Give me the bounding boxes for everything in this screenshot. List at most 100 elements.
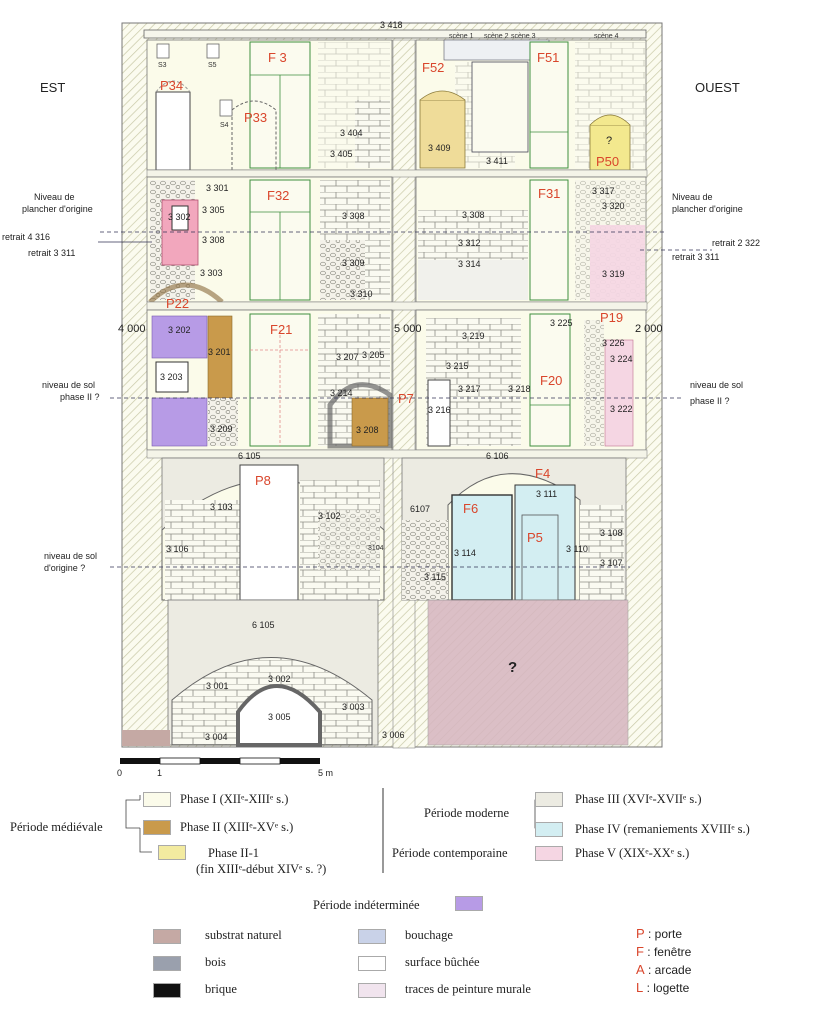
opening-F3: F 3 <box>268 50 287 65</box>
legend-medievale: Période médiévale <box>10 820 103 834</box>
unit-3411: 3 411 <box>486 156 508 166</box>
key-porte-letter: P <box>636 926 645 941</box>
niveau-plancher-left-1: Niveau de <box>34 192 75 202</box>
painted-niche-3409 <box>419 99 466 169</box>
swatch-phase4 <box>535 822 563 837</box>
legend-phase3: Phase III (XVIᵉ-XVIIᵉ s.) <box>575 792 702 806</box>
swatch-phase3 <box>535 792 563 807</box>
unit-3310: 3 310 <box>350 289 373 299</box>
sol-origine-2: d'origine ? <box>44 563 85 573</box>
unit-3110: 3 110 <box>566 544 588 554</box>
swatch-traces <box>358 983 386 998</box>
west-label: OUEST <box>695 80 740 95</box>
unit-3222: 3 222 <box>610 404 633 414</box>
unit-3217: 3 217 <box>458 384 481 394</box>
key-porte-text: : porte <box>648 927 683 941</box>
unit-3003: 3 003 <box>342 702 365 712</box>
scene-3: scène 3 <box>511 33 536 40</box>
medieval-bracket <box>125 795 152 853</box>
legend-moderne: Période moderne <box>424 806 510 820</box>
swatch-phase5 <box>535 846 563 861</box>
niveau-plancher-right-1: Niveau de <box>672 192 713 202</box>
sol-origine-1: niveau de sol <box>44 551 97 561</box>
swatch-bois <box>153 956 181 971</box>
unit-3205: 3 205 <box>362 350 385 360</box>
unit-3214: 3 214 <box>330 388 353 398</box>
survey-4000: 4 000 <box>118 323 146 335</box>
swatch-phase1 <box>143 792 171 807</box>
unit-3309: 3 309 <box>342 258 365 268</box>
scene-2: scène 2 <box>484 33 509 40</box>
marker-S4: S4 <box>220 122 229 129</box>
legend-phase5: Phase V (XIXᵉ-XXᵉ s.) <box>575 846 690 860</box>
phase5-zone-3222 <box>604 339 634 447</box>
cornice <box>143 29 647 39</box>
opening-F21: F21 <box>270 322 292 337</box>
sol-phase2-right-2: phase II ? <box>690 396 730 406</box>
niveau-plancher-left-2: plancher d'origine <box>22 204 93 214</box>
legend-bouchage: bouchage <box>405 928 453 942</box>
survey-5000: 5 000 <box>394 323 422 335</box>
retrait-3311-left: retrait 3 311 <box>28 248 75 258</box>
retrait-3311-right: retrait 3 311 <box>672 252 719 262</box>
opening-F4: F4 <box>535 466 550 481</box>
unit-3301: 3 301 <box>206 183 229 193</box>
window-F31 <box>529 179 569 301</box>
key-porte: P : porte <box>636 926 682 941</box>
unit-3409: 3 409 <box>428 143 451 153</box>
swatch-surface <box>358 956 386 971</box>
opening-F31: F31 <box>538 186 560 201</box>
legend-contemporaine: Période contemporaine <box>392 846 508 860</box>
sol-phase2-left-2: phase II ? <box>60 392 100 402</box>
door-3216 <box>427 379 451 447</box>
unit-3226: 3 226 <box>602 338 625 348</box>
legend-traces: traces de peinture murale <box>405 982 531 996</box>
unit-3207: 3 207 <box>336 352 359 362</box>
legend-phase1: Phase I (XIIᵉ-XIIIᵉ s.) <box>180 792 289 806</box>
unit-3104: 3104 <box>368 545 384 552</box>
unit-3303: 3 303 <box>200 268 223 278</box>
opening-P22: P22 <box>166 296 189 311</box>
arch-3214 <box>327 382 393 449</box>
unit-3106: 3 106 <box>166 544 189 554</box>
survey-2000: 2 000 <box>635 323 663 335</box>
unit-3201: 3 201 <box>208 347 231 357</box>
unit-3320: 3 320 <box>602 201 625 211</box>
opening-P7: P7 <box>398 391 414 406</box>
unit-3005: 3 005 <box>268 712 291 722</box>
unit-6107: 6107 <box>410 504 430 514</box>
key-logette-letter: L <box>636 980 644 995</box>
marker-question: ? <box>606 135 612 147</box>
unit-3308-c: 3 308 <box>462 210 485 220</box>
legend-indeterminee: Période indéterminée <box>313 898 420 912</box>
scene-1: scène 1 <box>449 33 474 40</box>
basement-right-unknown <box>427 599 629 746</box>
unit-6106: 6 106 <box>486 451 509 461</box>
opening-F20: F20 <box>540 373 562 388</box>
key-arcade-text: : arcade <box>648 963 692 977</box>
key-arcade-letter: A <box>636 962 645 977</box>
opening-F51: F51 <box>537 50 559 65</box>
unit-6105-a: 6 105 <box>238 451 261 461</box>
unit-3308-a: 3 308 <box>202 235 225 245</box>
marker-S3: S3 <box>158 62 167 69</box>
retrait-2322: retrait 2 322 <box>712 238 760 248</box>
scene-4: scène 4 <box>594 33 619 40</box>
unit-3209: 3 209 <box>210 424 233 434</box>
door-P34 <box>155 91 191 171</box>
legend-phase2: Phase II (XIIIᵉ-XVᵉ s.) <box>180 820 294 834</box>
phase2-zone-3201 <box>207 315 233 399</box>
opening-P8: P8 <box>255 473 271 488</box>
sol-phase2-left-1: niveau de sol <box>42 380 95 390</box>
unit-6105-b: 6 105 <box>252 620 275 630</box>
unit-3006: 3 006 <box>382 730 405 740</box>
unit-3218: 3 218 <box>508 384 531 394</box>
opening-P5: P5 <box>527 530 543 545</box>
unit-3216: 3 216 <box>428 405 451 415</box>
unit-3302: 3 302 <box>168 212 191 222</box>
retrait-4316: retrait 4 316 <box>2 232 50 242</box>
window-F6 <box>451 494 513 601</box>
swatch-bouchage <box>358 929 386 944</box>
legend-brique: brique <box>205 982 237 996</box>
swatch-phase21 <box>158 845 186 860</box>
